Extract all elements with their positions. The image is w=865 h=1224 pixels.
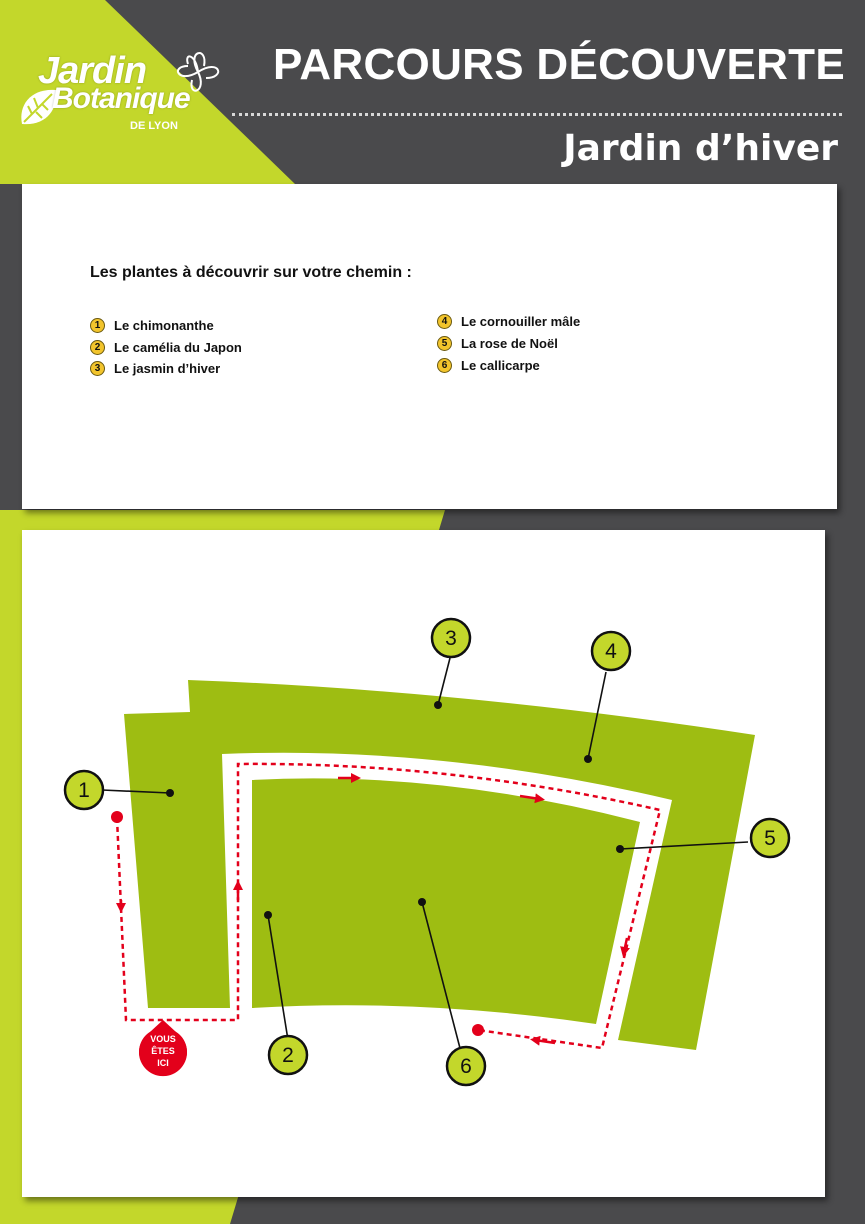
plant-name: Le chimonanthe — [114, 318, 214, 333]
plant-number-badge: 2 — [90, 340, 105, 355]
map-marker-label: 1 — [78, 779, 90, 802]
map-marker-1: 1 — [63, 769, 105, 811]
logo-line-lyon: DE LYON — [130, 120, 178, 132]
leader-line-5 — [619, 841, 749, 850]
plant-location-dot-4 — [584, 755, 592, 763]
plant-item-4: 4 Le cornouiller mâle — [437, 314, 580, 329]
map-marker-3: 3 — [430, 617, 472, 659]
plant-name: Le jasmin d’hiver — [114, 361, 221, 376]
you-are-here-line-1: VOUS — [150, 1034, 176, 1044]
plant-name: Le camélia du Japon — [114, 340, 242, 355]
plant-item-1: 1 Le chimonanthe — [90, 318, 214, 333]
map-marker-label: 2 — [282, 1044, 294, 1067]
plant-number-badge: 4 — [437, 314, 452, 329]
header-divider — [232, 113, 842, 116]
plant-name: Le cornouiller mâle — [461, 314, 581, 329]
plant-item-2: 2 Le camélia du Japon — [90, 340, 242, 355]
map-marker-label: 3 — [445, 627, 457, 650]
map-marker-2: 2 — [267, 1034, 309, 1076]
monstera-leaf-icon — [21, 89, 57, 125]
you-are-here-line-3: ICI — [157, 1058, 169, 1068]
logo-line-jardin: Jardin — [38, 50, 147, 92]
plant-name: Le callicarpe — [461, 358, 540, 373]
plant-number-badge: 5 — [437, 336, 452, 351]
map-marker-5: 5 — [749, 817, 791, 859]
plant-number-badge: 1 — [90, 318, 105, 333]
plant-location-dot-3 — [434, 701, 442, 709]
plant-item-6: 6 Le callicarpe — [437, 358, 540, 373]
garden-bed-inner — [252, 778, 640, 1024]
plant-location-dot-2 — [264, 911, 272, 919]
leader-line-6 — [421, 901, 462, 1053]
plant-item-3: 3 Le jasmin d’hiver — [90, 361, 220, 376]
plants-panel — [22, 184, 837, 509]
garden-bed-outer — [124, 680, 755, 1050]
route-arrow — [519, 793, 545, 804]
plant-number-badge: 3 — [90, 361, 105, 376]
map-marker-6: 6 — [445, 1045, 487, 1087]
map-marker-4: 4 — [590, 630, 632, 672]
you-are-here-line-2: ÊTES — [151, 1045, 175, 1056]
route-arrow — [620, 937, 630, 957]
route-start-dot — [111, 811, 123, 823]
plant-location-dot-5 — [616, 845, 624, 853]
map-marker-label: 6 — [460, 1055, 472, 1078]
hibiscus-icon — [176, 52, 220, 92]
logo-line-botanique: Botanique — [52, 82, 191, 115]
plants-heading: Les plantes à découvrir sur votre chemin… — [90, 264, 412, 281]
leader-line-4 — [587, 671, 607, 760]
plant-item-5: 5 La rose de Noël — [437, 336, 558, 351]
map-marker-label: 5 — [764, 827, 776, 850]
plant-location-dot-6 — [418, 898, 426, 906]
plant-number-badge: 6 — [437, 358, 452, 373]
page-subtitle: Jardin d’hiver — [563, 128, 838, 169]
route-arrow — [530, 1035, 556, 1046]
you-are-here-marker: VOUS ÊTES ICI — [139, 1020, 187, 1077]
plant-location-dot-1 — [166, 789, 174, 797]
leader-line-3 — [437, 657, 451, 706]
page-title: PARCOURS DÉCOUVERTE — [272, 40, 845, 89]
plant-name: La rose de Noël — [461, 336, 558, 351]
leader-line-2 — [267, 914, 289, 1041]
map-marker-label: 4 — [605, 640, 617, 663]
jardin-botanique-logo: Jardin Botanique DE LYON — [18, 50, 233, 140]
leader-line-1 — [101, 789, 171, 794]
route-end-dot — [472, 1024, 484, 1036]
